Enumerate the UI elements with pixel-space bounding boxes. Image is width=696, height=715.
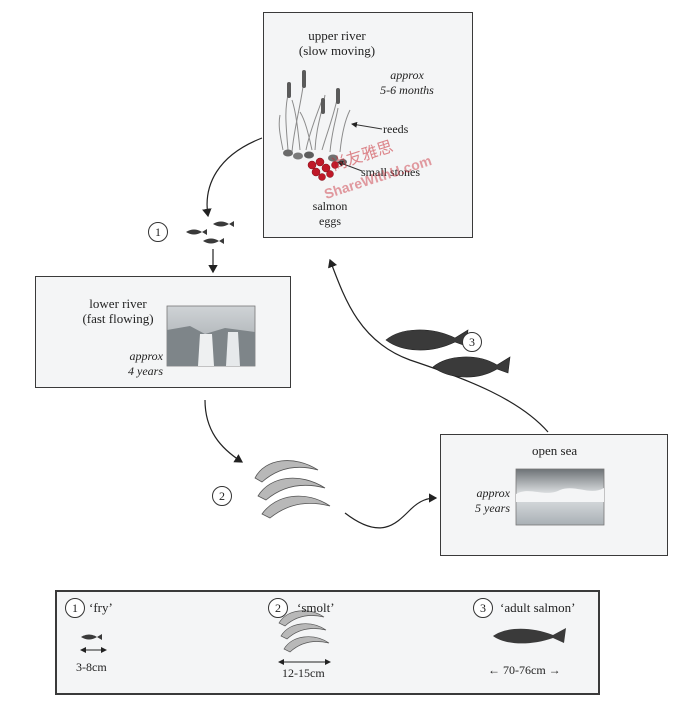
reeds-pointer: [351, 121, 383, 130]
upper-duration-line1: approx: [390, 68, 424, 82]
legend-adult-illustration: [493, 628, 566, 644]
smolt-marker: 2: [212, 486, 232, 506]
open-sea-title: open sea: [532, 443, 578, 458]
legend-adult-number: 3: [473, 598, 493, 618]
legend-fry-size: 3-8cm: [76, 660, 107, 674]
legend-fry-illustration: [80, 634, 107, 653]
upper-river-duration: approx 5-6 months: [372, 68, 442, 98]
small-stones-illustration: [283, 149, 347, 165]
lower-duration-line2: 4 years: [128, 364, 163, 378]
lower-river-title: lower river (fast flowing): [68, 296, 168, 326]
legend-adult-arrow-right-icon: →: [548, 663, 561, 677]
lower-river-title-line2: (fast flowing): [82, 311, 154, 326]
upper-river-title-line2: (slow moving): [298, 43, 376, 58]
upper-river-box: [263, 12, 473, 238]
sea-duration-line1: approx: [476, 486, 510, 500]
lower-duration-line1: approx: [129, 349, 163, 363]
legend-fry-label: ‘fry’: [89, 600, 113, 615]
stones-pointer: [337, 160, 363, 172]
eggs-label-line2: eggs: [319, 214, 341, 228]
legend-fry-number: 1: [65, 598, 85, 618]
legend-smolt-size: 12-15cm: [282, 666, 325, 680]
reeds-label: reeds: [383, 122, 409, 136]
legend-adult-size-line: ← 70-76cm →: [488, 663, 561, 678]
stones-label: small stones: [361, 165, 420, 179]
smolt-fish-group: [254, 460, 331, 519]
lower-river-duration: approx 4 years: [103, 349, 163, 379]
salmon-eggs-illustration: [307, 157, 339, 181]
upper-river-title-line1: upper river: [308, 28, 366, 43]
arrow-lower-to-smolt: [204, 399, 244, 463]
lower-river-photo: [166, 305, 256, 367]
legend-smolt-label: ‘smolt’: [297, 600, 335, 615]
reeds-illustration: [278, 79, 351, 153]
arrow-smolt-to-sea: [344, 493, 438, 529]
arrow-upper-to-fry: [202, 137, 263, 218]
reed-heads: [287, 70, 340, 114]
fry-marker: 1: [148, 222, 168, 242]
legend-smolt-number: 2: [268, 598, 288, 618]
eggs-label: salmon eggs: [302, 199, 358, 229]
upper-river-title: upper river (slow moving): [282, 28, 392, 58]
upper-duration-line2: 5-6 months: [380, 83, 434, 97]
eggs-label-line1: salmon: [312, 199, 348, 213]
legend-smolt-illustration: [278, 610, 331, 665]
fry-fish-group: [186, 221, 234, 244]
sea-duration-line2: 5 years: [475, 501, 510, 515]
open-sea-photo: [515, 468, 605, 526]
adult-salmon-group: [385, 329, 511, 378]
legend-adult-arrow-left-icon: ←: [488, 663, 500, 677]
adult-marker: 3: [462, 332, 482, 352]
lower-river-title-line1: lower river: [89, 296, 147, 311]
legend-adult-size: 70-76cm: [503, 663, 546, 677]
arrow-sea-to-upper: [328, 258, 549, 433]
legend-adult-label: ‘adult salmon’: [500, 600, 576, 615]
open-sea-duration: approx 5 years: [452, 486, 510, 516]
